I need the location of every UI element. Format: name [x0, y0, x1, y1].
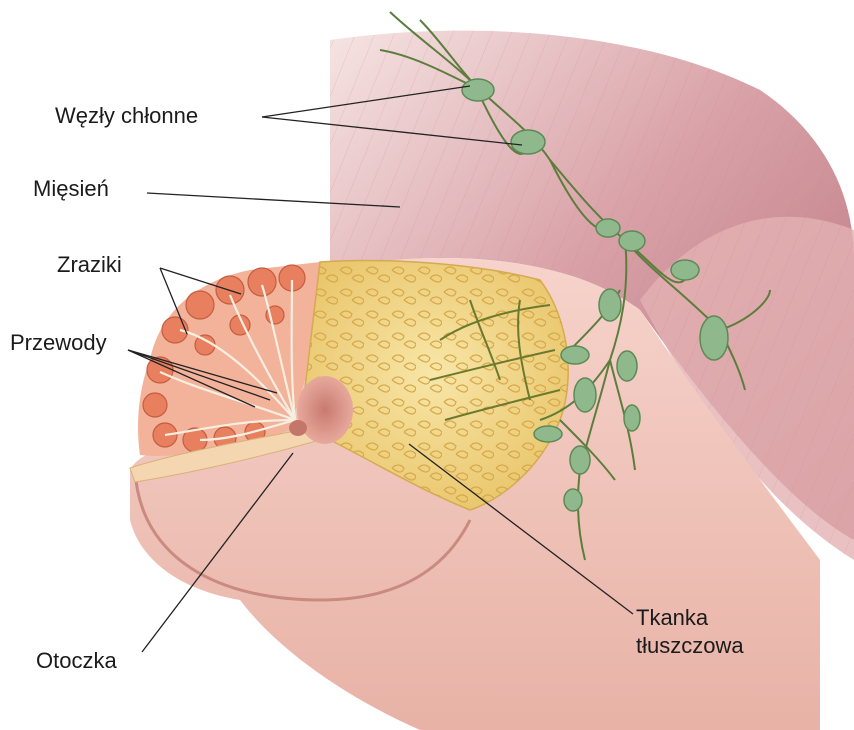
label-fat-tissue-line2: tłuszczowa: [636, 633, 744, 659]
label-lobules: Zraziki: [57, 252, 122, 278]
label-muscle: Mięsień: [33, 176, 109, 202]
label-ducts: Przewody: [10, 330, 107, 356]
label-fat-tissue-line1: Tkanka: [636, 605, 744, 631]
label-areola: Otoczka: [36, 648, 117, 674]
areola-shape: [297, 376, 353, 444]
label-fat-tissue: Tkanka tłuszczowa: [636, 605, 744, 659]
label-lymph-nodes: Węzły chłonne: [55, 103, 198, 129]
nipple-shape: [289, 420, 307, 436]
